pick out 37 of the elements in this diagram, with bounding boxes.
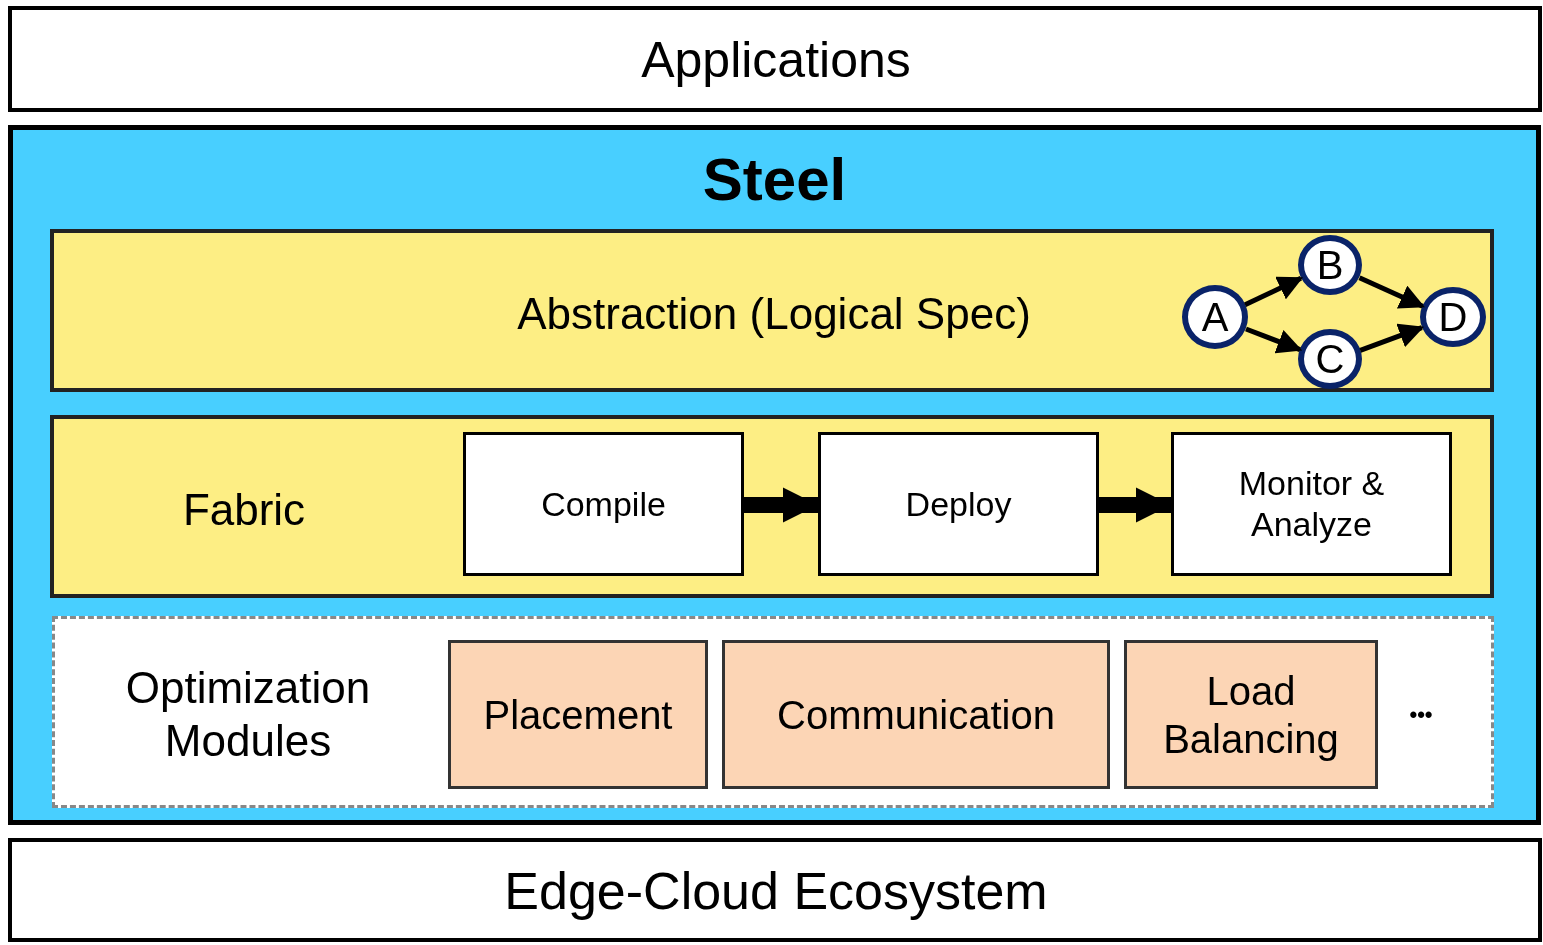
graph-node-circle bbox=[1298, 329, 1362, 389]
process-label: Compile bbox=[541, 483, 666, 525]
system-title: Steel bbox=[702, 145, 847, 215]
layer-label: Applications bbox=[641, 31, 911, 90]
layer-label: Edge-Cloud Ecosystem bbox=[504, 860, 1048, 922]
layer-box bbox=[8, 838, 1542, 942]
process-label: Monitor & Analyze bbox=[1237, 463, 1386, 545]
layer-panel bbox=[50, 229, 1494, 392]
system-panel bbox=[8, 125, 1541, 825]
layer-box bbox=[8, 6, 1542, 112]
module-label: Load Balancing bbox=[1162, 667, 1340, 763]
ellipsis-label: ••• bbox=[1409, 701, 1433, 729]
block-arrow bbox=[1099, 487, 1171, 523]
modules-panel bbox=[52, 616, 1494, 808]
process-label: Deploy bbox=[905, 483, 1012, 525]
panel-label: Optimization Modules bbox=[124, 662, 372, 767]
layer-label: Abstraction (Logical Spec) bbox=[517, 288, 1031, 341]
arrow bbox=[1358, 275, 1425, 309]
node-letter: A bbox=[1201, 294, 1229, 341]
module-box bbox=[722, 640, 1110, 789]
graph-node-circle bbox=[1298, 235, 1362, 295]
process-box bbox=[818, 432, 1099, 576]
arrow bbox=[1244, 276, 1304, 308]
layer-panel bbox=[50, 415, 1494, 598]
module-label: Communication bbox=[777, 691, 1055, 739]
layer-label: Fabric bbox=[182, 484, 306, 537]
process-box bbox=[1171, 432, 1452, 576]
module-box bbox=[448, 640, 708, 789]
module-label: Placement bbox=[483, 691, 673, 739]
module-box bbox=[1124, 640, 1378, 789]
block-arrow bbox=[744, 487, 818, 523]
node-letter: C bbox=[1315, 336, 1345, 383]
arrow bbox=[1359, 323, 1425, 353]
node-letter: D bbox=[1438, 294, 1468, 341]
process-box bbox=[463, 432, 744, 576]
node-letter: B bbox=[1316, 242, 1344, 289]
arrow bbox=[1245, 326, 1303, 354]
